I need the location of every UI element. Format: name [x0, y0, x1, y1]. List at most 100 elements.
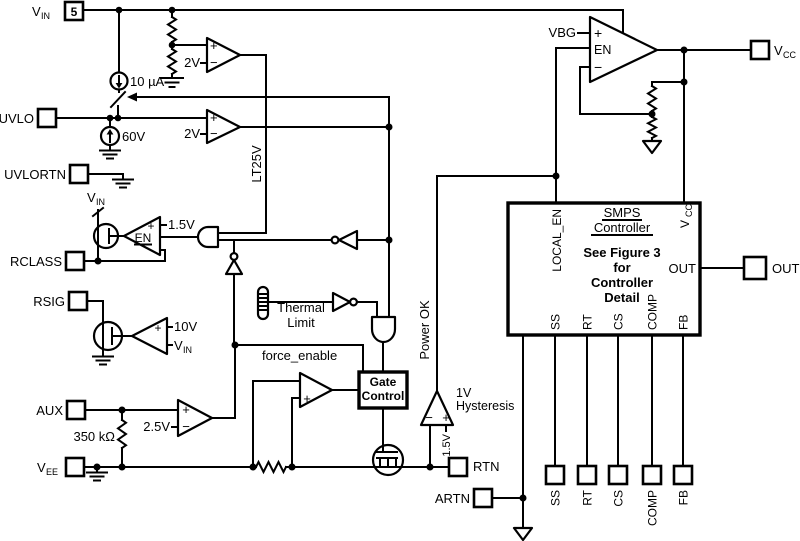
pin-label-comp: COMP: [646, 490, 660, 526]
switch-control-arrow: [127, 92, 137, 102]
pin-label-vin-base: V: [32, 4, 41, 19]
amp-icon: [130, 316, 169, 356]
smps-pin-local-en: LOCAL_EN: [550, 209, 564, 272]
pin-number: 5: [71, 5, 78, 19]
en-label: EN: [594, 43, 611, 57]
vin-ref-base: V: [174, 338, 183, 353]
resistor-icon: [166, 47, 178, 76]
vin-ref-sub: IN: [183, 345, 192, 355]
power-ok-label: Power OK: [417, 300, 432, 360]
vcc-regulator: + EN − VBG: [549, 15, 659, 84]
plus-sign: +: [147, 219, 154, 233]
ground-icon: [99, 149, 121, 160]
plus-sign: +: [594, 25, 602, 41]
and-gate-icon: [196, 225, 220, 249]
pin-box-vee: [64, 456, 86, 478]
pin-artn: ARTN: [435, 487, 494, 509]
inverter-bubble: [229, 252, 239, 262]
pin-label-vcc-sub: CC: [783, 50, 796, 60]
smps-note-1: See Figure 3: [583, 245, 660, 260]
pin-rsig: RSIG: [33, 290, 89, 312]
vin-comparator: + − 2V: [184, 36, 242, 74]
pin-uvlo: UVLO: [0, 107, 58, 129]
resistor-icon: [646, 84, 658, 113]
switch-icon: [109, 90, 127, 109]
smps-pin-vcc-base: V: [678, 220, 692, 228]
pin-out: OUT: [742, 255, 800, 281]
pin-vcc: V CC: [749, 39, 796, 61]
smps-pin-rt: RT: [581, 314, 595, 330]
uvlo-switch: [109, 90, 137, 109]
pin-box-uvlo: [36, 107, 58, 129]
smps-pin-vcc-sub: CC: [684, 204, 694, 217]
pin-box-cs: [607, 464, 629, 486]
current-source-label: 10 µA: [130, 74, 165, 89]
gate-control-label-2: Control: [362, 389, 405, 403]
current-source: 10 µA: [109, 71, 165, 91]
pin-box-aux: [65, 399, 87, 421]
smps-note-2: for: [613, 260, 630, 275]
pin-rclass: RCLASS: [10, 250, 86, 272]
resistor-icon: [166, 15, 178, 44]
smps-pin-out: OUT: [669, 261, 697, 276]
ref-10v-label: 10V: [174, 319, 197, 334]
smps-note-3: Controller: [591, 275, 653, 290]
plus-sign: +: [442, 410, 450, 425]
pin-label-aux: AUX: [36, 403, 63, 418]
pin-box-out: [742, 255, 768, 281]
pin-label-vcc-base: V: [774, 43, 783, 58]
smps-pin-cs: CS: [612, 313, 626, 330]
and-gate-icon: [370, 315, 397, 344]
rsig-amp: + 10V V IN: [130, 316, 197, 356]
pin-vin: V IN 5: [32, 0, 85, 22]
plus-sign: +: [210, 38, 218, 53]
power-ok-comparator: − + 1.5V 1V Hysteresis Power OK: [417, 300, 514, 457]
smps-title-1: SMPS: [604, 205, 641, 220]
pin-box-rtn: [447, 456, 469, 478]
pin-label-artn: ARTN: [435, 491, 470, 506]
pin-label-rtn: RTN: [473, 459, 499, 474]
pin-box-ss: [544, 464, 566, 486]
enable-inverter: [330, 229, 359, 251]
clamp-icon: [99, 125, 121, 147]
gate-control-label-1: Gate: [370, 375, 397, 389]
rclass-mosfet: [92, 222, 120, 250]
pin-fb: FB: [672, 464, 694, 505]
pin-box-artn: [472, 487, 494, 509]
pin-comp: COMP: [641, 464, 663, 526]
pin-label-vee-base: V: [37, 460, 46, 475]
thermal-label-1: Thermal: [277, 300, 325, 315]
pin-box-vcc: [749, 39, 771, 61]
rsig-mosfet: [92, 320, 124, 352]
ground-icon: [160, 77, 184, 88]
resistor-icon: [645, 115, 659, 140]
chassis-ground-icon: [512, 526, 534, 541]
smps-note-4: Detail: [604, 290, 639, 305]
ground-icon: [112, 178, 134, 189]
pin-label-uvlortn: UVLORTN: [4, 167, 66, 182]
current-limit-amp: +: [298, 371, 334, 409]
inverter-bubble: [330, 235, 340, 245]
pass-mosfet: [371, 443, 405, 477]
hysteresis-label-1: 1V: [456, 386, 472, 400]
chassis-ground-icon: [641, 139, 663, 155]
minus-sign: −: [210, 55, 218, 70]
inverter-icon: [337, 229, 359, 251]
ref-1p5v-label: 1.5V: [441, 433, 453, 456]
aux-comparator: + − 2.5V: [143, 398, 214, 438]
wires: [55, 9, 752, 529]
resistors: [116, 15, 659, 475]
pin-rtn: RTN: [447, 456, 499, 478]
enable-and-gate: [196, 225, 220, 249]
minus-sign: −: [425, 410, 433, 425]
force-enable-label: force_enable: [262, 348, 337, 363]
pin-label-uvlo: UVLO: [0, 111, 34, 126]
minus-sign: −: [210, 126, 218, 141]
pin-box-rt: [576, 464, 598, 486]
aux-resistor-label: 350 kΩ: [73, 429, 115, 444]
gate-and-gate: [370, 315, 397, 344]
amp-icon: [298, 371, 334, 409]
uvlo-comparator: + − 2V: [184, 108, 242, 145]
